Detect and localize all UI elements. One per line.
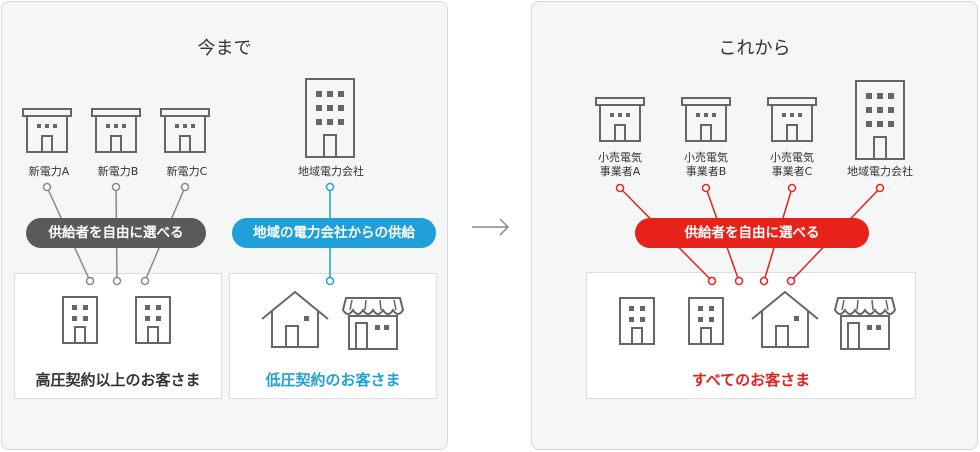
factory-icon-retailer-c (767, 97, 817, 142)
retailer-a-line2: 事業者A (599, 165, 641, 178)
low-voltage-customers-label: 低圧契約のお客さま (265, 371, 401, 389)
regional-company-label-after: 地域電力会社 (847, 165, 913, 178)
supplier-label-a: 新電力A (28, 165, 70, 178)
house-icon (261, 291, 329, 348)
retailer-label-b: 小売電気 事業者B (674, 151, 738, 179)
retailer-a-line1: 小売電気 (598, 151, 642, 164)
retailer-label-c: 小売電気 事業者C (760, 151, 824, 179)
regional-company-label: 地域電力会社 (298, 165, 364, 178)
transition-arrow-icon (472, 218, 510, 236)
before-title: 今まで (197, 38, 252, 59)
shop-icon-after (834, 297, 896, 350)
low-voltage-customers-box: 低圧契約のお客さま (229, 273, 437, 399)
office-building-icon-4 (688, 297, 724, 345)
factory-icon-new-power-a (22, 108, 72, 153)
high-voltage-customers-box: 高圧契約以上のお客さま (14, 273, 222, 399)
factory-icon-new-power-c (160, 108, 210, 153)
high-voltage-customers-label: 高圧契約以上のお客さま (35, 371, 201, 389)
office-building-icon-2 (135, 296, 171, 344)
retailer-label-a: 小売電気 事業者A (588, 151, 652, 179)
retailer-c-line1: 小売電気 (770, 151, 814, 164)
factory-icon-retailer-b (681, 97, 731, 142)
supplier-label-b: 新電力B (97, 165, 139, 178)
retailer-c-line2: 事業者C (771, 165, 813, 178)
office-building-icon-1 (62, 296, 98, 344)
shop-icon (342, 297, 404, 350)
office-building-icon-3 (619, 297, 655, 345)
free-choice-pill-before: 供給者を自由に選べる (26, 218, 206, 248)
all-customers-label: すべてのお客さま (691, 371, 811, 389)
building-icon-regional-company-after (855, 80, 905, 160)
free-choice-pill-after: 供給者を自由に選べる (635, 218, 869, 248)
building-icon-regional-company (305, 78, 355, 158)
regional-supply-pill: 地域の電力会社からの供給 (232, 218, 436, 248)
house-icon-after (751, 291, 819, 348)
factory-icon-new-power-b (91, 108, 141, 153)
factory-icon-retailer-a (595, 97, 645, 142)
after-title: これから (718, 38, 791, 59)
supplier-label-c: 新電力C (166, 165, 208, 178)
retailer-b-line2: 事業者B (685, 165, 727, 178)
retailer-b-line1: 小売電気 (684, 151, 728, 164)
